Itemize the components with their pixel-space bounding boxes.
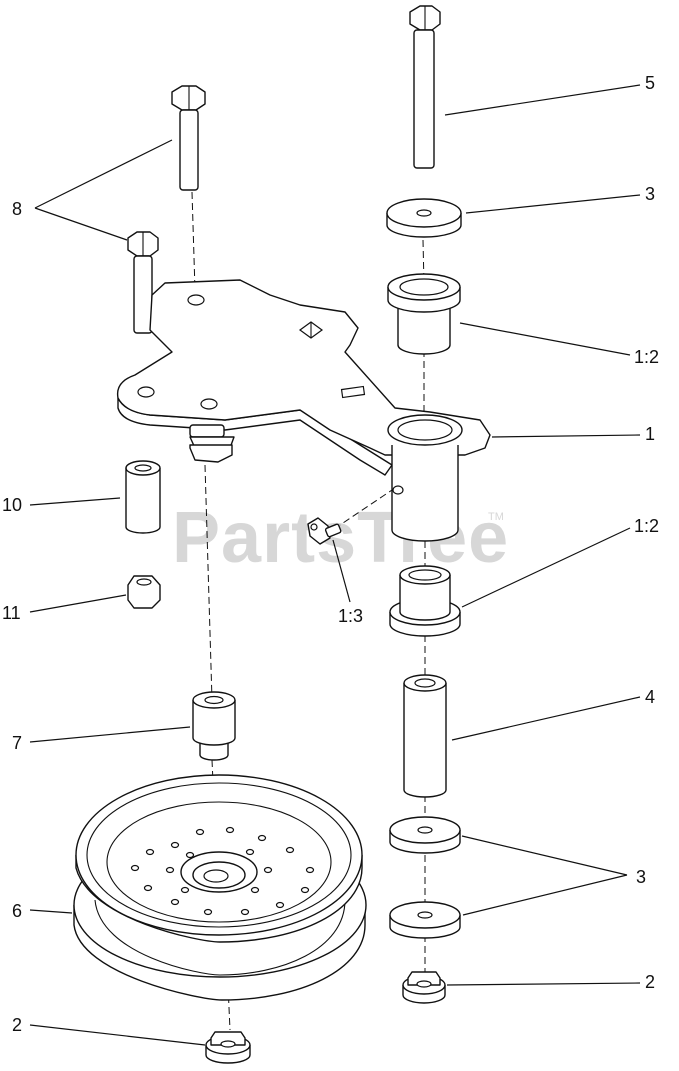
washer-part-3-bottom [389,901,461,939]
bolt-part-5 [409,5,441,169]
bolt-part-8-upper [171,85,206,191]
callout-2-left: 2 [12,1015,22,1035]
callout-3-lower: 3 [636,867,646,887]
watermark-trademark: TM [488,511,504,523]
callout-4: 4 [645,687,655,707]
callout-3-top: 3 [645,184,655,204]
flange-nut-part-2-right [402,971,446,1004]
callout-7: 7 [12,733,22,753]
callout-1: 1 [645,424,655,444]
washer-part-3-middle [389,816,461,854]
callout-6: 6 [12,901,22,921]
flange-nut-part-2-left [205,1031,251,1064]
bushing-part-1-2-top [387,273,461,355]
washer-part-3-top [386,198,462,238]
step-bushing-part-7 [192,691,236,761]
callout-11: 11 [2,603,21,623]
arm-stud-with-nut [189,424,235,463]
callout-1-2-lower: 1:2 [634,516,659,536]
idler-pulley-part-6 [73,774,367,1001]
callout-1-2-top: 1:2 [634,347,659,367]
callout-5: 5 [645,73,655,93]
callout-labels: 5 3 8 1:2 1 1:2 10 11 1:3 4 7 3 6 2 2 [2,73,659,1035]
callout-2-right: 2 [645,972,655,992]
bushing-part-1-2-lower [389,565,461,637]
nut-part-11 [127,575,161,609]
spacer-part-10 [125,460,161,534]
spacer-part-4 [403,674,447,798]
grease-fitting-part-1-3 [307,517,342,545]
idler-arm-part-1 [116,279,491,542]
callout-1-3: 1:3 [338,606,363,626]
leader-lines [29,84,641,1046]
callout-10: 10 [2,495,22,515]
callout-8: 8 [12,199,22,219]
